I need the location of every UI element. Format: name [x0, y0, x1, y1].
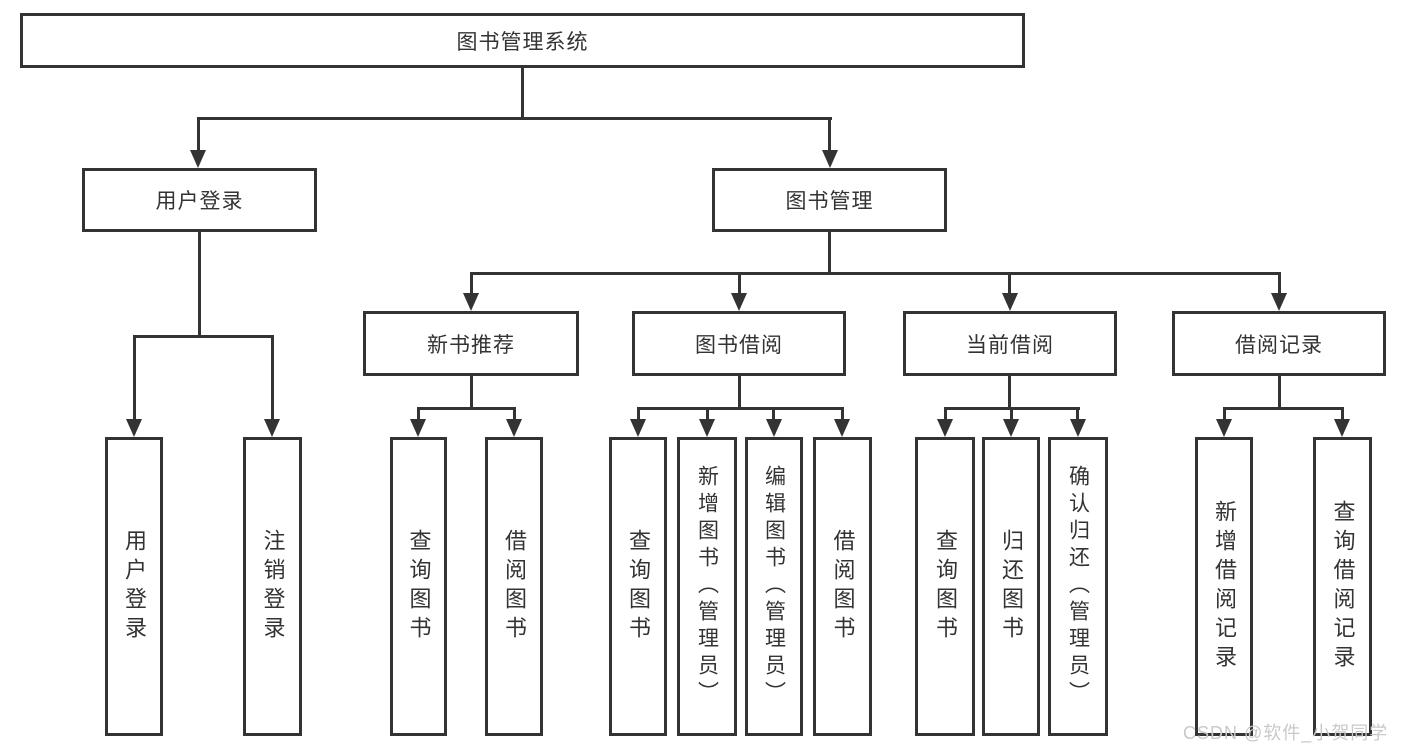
node-current-borrow-label: 当前借阅 [966, 333, 1054, 357]
connector-bookborrow-crossbar [637, 407, 844, 410]
node-book-management: 图书管理 [712, 168, 947, 232]
leaf-borrow-edit-books-admin-label: 编辑图书（管理员） [762, 465, 786, 708]
node-root: 图书管理系统 [20, 13, 1025, 68]
node-new-book-recommend-label: 新书推荐 [427, 333, 515, 357]
connector-drop [637, 407, 640, 421]
connector-drop [417, 407, 420, 421]
leaf-current-return-books-label: 归还图书 [999, 528, 1024, 645]
arrow-down-icon [1070, 419, 1086, 437]
leaf-borrow-borrow-books: 借阅图书 [813, 437, 872, 736]
arrow-down-icon [834, 419, 850, 437]
connector-bookmgmt-crossbar [470, 272, 1280, 275]
connector-newbook-crossbar [417, 407, 516, 410]
connector-drop [133, 335, 136, 421]
connector-drop [1010, 407, 1013, 421]
connector-root-crossbar [197, 117, 832, 120]
arrow-down-icon [1334, 419, 1350, 437]
connector-bookmgmt-stem [828, 232, 831, 275]
leaf-borrow-edit-books-admin: 编辑图书（管理员） [745, 437, 803, 736]
connector-userlogin-stem [198, 232, 201, 338]
arrow-down-icon [506, 419, 522, 437]
leaf-newbook-borrow-books: 借阅图书 [485, 437, 543, 736]
leaf-logout: 注销登录 [243, 437, 302, 736]
leaf-user-login: 用户登录 [105, 437, 163, 736]
arrow-down-icon [1002, 293, 1018, 311]
arrow-down-icon [1003, 419, 1019, 437]
leaf-records-add-record: 新增借阅记录 [1195, 437, 1253, 736]
connector-drop [1076, 407, 1079, 421]
leaf-newbook-query-books: 查询图书 [390, 437, 447, 736]
connector-records-crossbar [1223, 407, 1344, 410]
arrow-down-icon [1271, 293, 1287, 311]
node-current-borrow: 当前借阅 [903, 311, 1117, 376]
connector-records-stem [1278, 376, 1281, 410]
node-root-label: 图书管理系统 [456, 30, 589, 54]
connector-bookborrow-stem [738, 376, 741, 410]
arrow-down-icon [463, 293, 479, 311]
leaf-records-query-record-label: 查询借阅记录 [1330, 499, 1356, 674]
connector-drop [271, 335, 274, 421]
connector-drop [738, 272, 741, 295]
leaf-borrow-add-books-admin: 新增图书（管理员） [677, 437, 737, 736]
leaf-newbook-borrow-books-label: 借阅图书 [502, 528, 527, 645]
arrow-down-icon [190, 150, 206, 168]
leaf-current-confirm-return-admin: 确认归还（管理员） [1048, 437, 1108, 736]
connector-newbook-stem [470, 376, 473, 410]
connector-root-stem [521, 68, 524, 117]
connector-drop [944, 407, 947, 421]
leaf-newbook-query-books-label: 查询图书 [406, 528, 432, 645]
connector-drop [841, 407, 844, 421]
leaf-borrow-add-books-admin-label: 新增图书（管理员） [695, 465, 719, 708]
arrow-down-icon [630, 419, 646, 437]
connector-drop [1341, 407, 1344, 421]
arrow-down-icon [699, 419, 715, 437]
connector-drop [1008, 272, 1011, 295]
arrow-down-icon [731, 293, 747, 311]
leaf-borrow-borrow-books-label: 借阅图书 [830, 528, 856, 645]
leaf-records-add-record-label: 新增借阅记录 [1212, 499, 1237, 674]
connector-drop [828, 117, 831, 153]
arrow-down-icon [410, 419, 426, 437]
leaf-borrow-query-books: 查询图书 [609, 437, 667, 736]
arrow-down-icon [766, 419, 782, 437]
csdn-watermark: CSDN @软件_小贺同学 [1183, 723, 1389, 743]
node-book-borrow: 图书借阅 [632, 311, 846, 376]
node-user-login-label: 用户登录 [155, 190, 244, 213]
leaf-current-query-books-label: 查询图书 [933, 528, 958, 645]
connector-userlogin-crossbar [133, 335, 274, 338]
connector-drop [197, 117, 200, 153]
connector-drop [706, 407, 709, 421]
node-user-login: 用户登录 [82, 168, 317, 232]
connector-currentborrow-stem [1008, 376, 1011, 410]
connector-drop [772, 407, 775, 421]
arrow-down-icon [126, 419, 142, 437]
leaf-logout-label: 注销登录 [260, 528, 286, 645]
arrow-down-icon [1216, 419, 1232, 437]
node-book-management-label: 图书管理 [785, 190, 874, 213]
arrow-down-icon [264, 419, 280, 437]
leaf-user-login-label: 用户登录 [122, 528, 147, 645]
leaf-records-query-record: 查询借阅记录 [1313, 437, 1372, 736]
connector-drop [1278, 272, 1281, 295]
node-book-borrow-label: 图书借阅 [695, 333, 783, 357]
connector-drop [1223, 407, 1226, 421]
arrow-down-icon [937, 419, 953, 437]
leaf-current-confirm-return-admin-label: 确认归还（管理员） [1066, 465, 1090, 708]
node-new-book-recommend: 新书推荐 [363, 311, 579, 376]
connector-drop [513, 407, 516, 421]
connector-drop [470, 272, 473, 295]
leaf-current-return-books: 归还图书 [982, 437, 1040, 736]
arrow-down-icon [822, 150, 838, 168]
node-borrow-records-label: 借阅记录 [1235, 333, 1323, 357]
node-borrow-records: 借阅记录 [1172, 311, 1386, 376]
leaf-borrow-query-books-label: 查询图书 [626, 528, 651, 645]
leaf-current-query-books: 查询图书 [915, 437, 975, 736]
